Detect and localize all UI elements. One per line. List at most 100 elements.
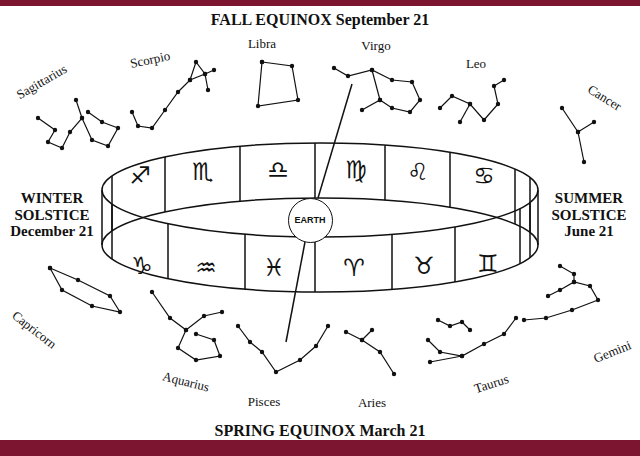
star-dot [378, 98, 382, 102]
star-dot [74, 98, 78, 102]
star-dot [48, 266, 52, 270]
constellation-name: Aries [358, 396, 386, 410]
star-dot [458, 120, 462, 124]
star-dot [194, 332, 198, 336]
star-dot [90, 138, 94, 142]
star-dot [408, 110, 412, 114]
star-dot [378, 350, 382, 354]
star-dot [514, 316, 518, 320]
star-dot [370, 68, 374, 72]
star-dot [370, 68, 374, 72]
star-dot [576, 130, 580, 134]
star-dot [68, 130, 72, 134]
star-dot [588, 284, 592, 288]
zodiac-symbol: ♋ [473, 163, 495, 189]
star-dot [203, 72, 207, 76]
star-dot [546, 294, 550, 298]
star-dot [106, 144, 110, 148]
star-dot [116, 126, 120, 130]
star-dot [194, 60, 198, 64]
node-text: EARTH [295, 215, 326, 225]
constellation-name: Cancer [585, 82, 624, 114]
band-divider [314, 143, 316, 198]
star-dot [378, 98, 382, 102]
band-divider [391, 234, 393, 289]
zodiac-symbol: ♒ [195, 255, 217, 281]
constellation [578, 132, 584, 162]
zodiac-symbol: ♓ [263, 255, 285, 281]
season-heading: FALL EQUINOX September 21 [211, 11, 430, 29]
star-dot [150, 126, 154, 130]
star-dot [194, 358, 198, 362]
star-dot [360, 108, 364, 112]
star-dot [136, 124, 140, 128]
band-side [101, 190, 103, 245]
star-dot [184, 328, 188, 332]
star-dot [212, 68, 216, 72]
star-dot [86, 110, 90, 114]
band-divider [244, 234, 246, 289]
earth-circle: EARTH [288, 198, 333, 243]
constellation [346, 332, 394, 374]
star-dot [218, 354, 222, 358]
star-dot [572, 280, 576, 284]
star-dot [168, 316, 172, 320]
star-dot [390, 78, 394, 82]
band-divider [514, 169, 516, 224]
star-dot [260, 60, 264, 64]
star-dot [570, 308, 574, 312]
zodiac-symbol: ♑ [131, 253, 153, 279]
star-dot [346, 74, 350, 78]
star-dot [80, 116, 84, 120]
constellation [524, 282, 598, 320]
constellation-name: Pisces [248, 395, 281, 409]
band-bottom-edge [102, 198, 538, 292]
zodiac-symbol: ♈ [343, 255, 365, 281]
star-dot [260, 350, 264, 354]
star-dot [248, 340, 252, 344]
constellation [132, 70, 214, 128]
star-dot [410, 80, 414, 84]
star-dot [48, 266, 52, 270]
constellation-name: Virgo [361, 39, 390, 53]
star-dot [460, 354, 464, 358]
star-dot [260, 60, 264, 64]
star-dot [572, 272, 576, 276]
constellation [76, 100, 82, 118]
star-dot [360, 338, 364, 342]
season-heading: SPRING EQUINOX March 21 [215, 422, 426, 440]
star-dot [502, 78, 506, 82]
star-dot [203, 72, 207, 76]
band-divider [454, 227, 456, 282]
star-dot [544, 316, 548, 320]
star-dot [438, 350, 442, 354]
constellation [562, 108, 594, 132]
star-dot [390, 106, 394, 110]
star-dot [53, 128, 57, 132]
star-dot [450, 94, 454, 98]
band-divider [167, 224, 169, 279]
star-dot [558, 264, 562, 268]
star-dot [426, 338, 430, 342]
constellation-name: Leo [466, 57, 486, 71]
band-side [537, 190, 539, 245]
zodiac-symbol: ♏ [192, 159, 214, 185]
constellation-name: Scorpio [129, 49, 172, 71]
constellation [372, 70, 380, 100]
constellation [152, 292, 220, 360]
zodiac-symbol: ♌ [407, 159, 429, 185]
star-dot [596, 298, 600, 302]
star-dot [256, 104, 260, 108]
star-dot [46, 140, 50, 144]
star-dot [296, 98, 300, 102]
star-dot [468, 102, 472, 106]
star-dot [392, 372, 396, 376]
band-divider [314, 237, 316, 292]
star-dot [90, 304, 94, 308]
star-dot [522, 318, 526, 322]
constellation [186, 312, 222, 330]
sight-line [286, 242, 305, 342]
star-dot [482, 342, 486, 346]
star-dot [150, 290, 154, 294]
zodiac-symbol: ♎ [267, 157, 289, 183]
